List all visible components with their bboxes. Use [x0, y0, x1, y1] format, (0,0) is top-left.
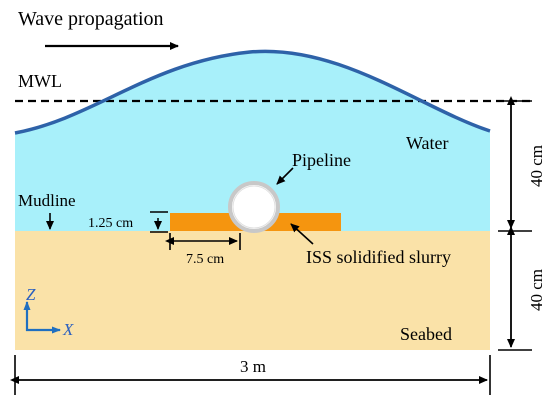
slurry-thickness-label: 1.25 cm — [88, 216, 133, 231]
seabed-label: Seabed — [400, 324, 452, 344]
wave-surface-line — [14, 49, 491, 135]
pipeline-leader-arrow — [276, 167, 294, 185]
x-axis-label: X — [62, 320, 74, 339]
seabed-region — [15, 231, 490, 350]
flume-length-label: 3 m — [240, 357, 266, 376]
water-region — [15, 51, 490, 233]
pipeline-circle — [228, 181, 280, 233]
seabed-depth-label: 40 cm — [527, 269, 546, 311]
z-axis-label: Z — [26, 285, 36, 304]
pipeline-inner — [232, 185, 276, 229]
iss-slurry-label: ISS solidified slurry — [306, 247, 451, 267]
slurry-width-label: 7.5 cm — [186, 252, 224, 267]
pipeline-label: Pipeline — [292, 150, 351, 170]
wave-propagation-label: Wave propagation — [18, 8, 164, 30]
mudline-label: Mudline — [18, 191, 76, 210]
slurry-leader-arrow — [290, 223, 314, 245]
mwl-label: MWL — [18, 71, 62, 91]
water-depth-label: 40 cm — [527, 145, 546, 187]
water-label: Water — [406, 133, 449, 153]
